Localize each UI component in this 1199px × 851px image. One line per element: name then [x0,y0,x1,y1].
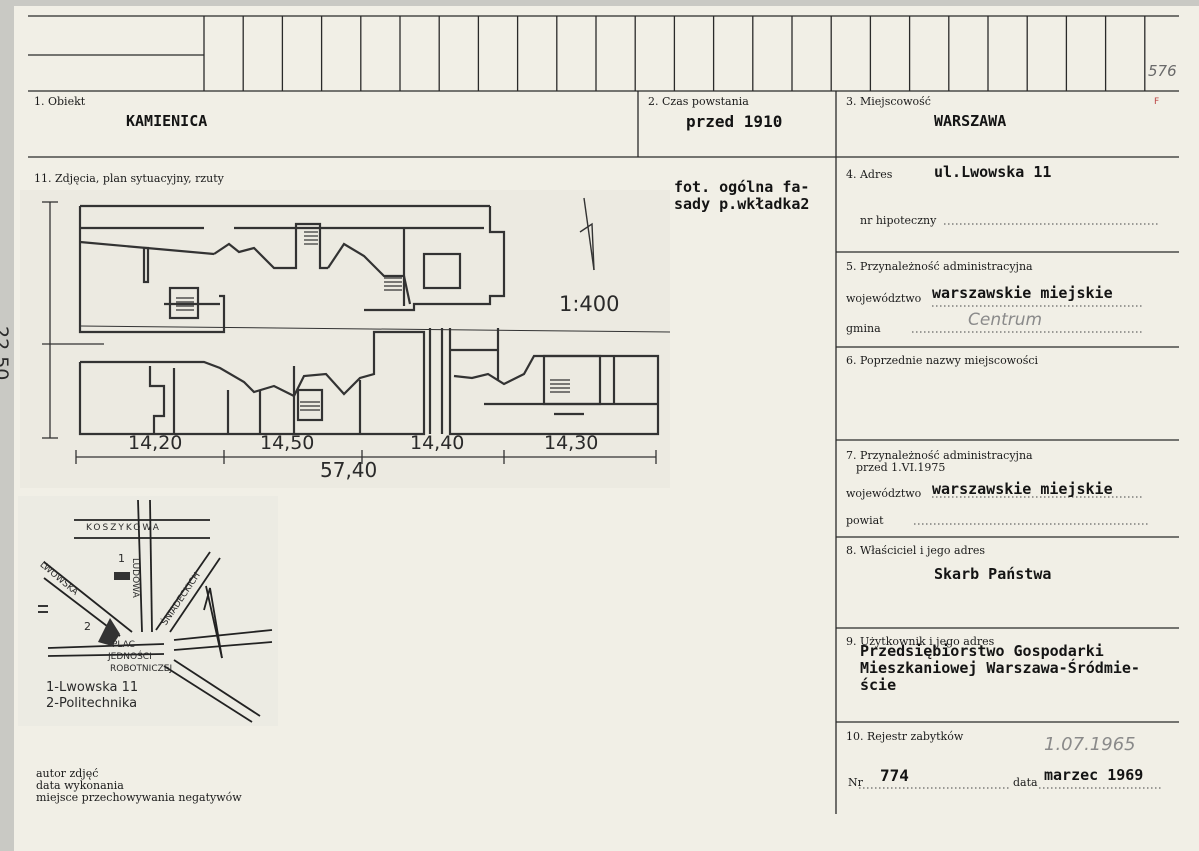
rejestr-handwritten-date: 1.07.1965 [1044,734,1136,755]
rejestr-label: 10. Rejestr zabytków [846,730,964,743]
wlasciciel-value: Skarb Państwa [934,565,1052,583]
data-label: data [1013,776,1038,789]
wlasciciel-label: 8. Właściciel i jego adres [846,544,986,557]
miejscowosc-value: WARSZAWA [934,112,1007,130]
nr-value: 774 [880,766,909,785]
czas-value: przed 1910 [686,112,783,131]
przynaleznosc-1975-date: przed 1.VI.1975 [856,461,946,474]
floor-plan-photo [20,190,671,488]
map-marker-2: 2 [84,620,91,633]
zdjecia-label: 11. Zdjęcia, plan sytuacyjny, rzuty [34,172,224,185]
wojewodztwo-1975-label: województwo [846,487,922,500]
map-legend-2: 2-Politechnika [46,696,138,711]
gmina-value: Centrum [968,310,1043,330]
czas-label: 2. Czas powstania [648,95,749,108]
gmina-label: gmina [846,322,881,335]
map-legend-1: 1-Lwowska 11 [46,680,139,695]
uzytkownik-line-2: Mieszkaniowej Warszawa-Śródmie- [860,659,1140,677]
uzytkownik-line-3: ście [860,676,897,694]
card-number: 576 [1148,62,1177,80]
wojewodztwo-1975-value: warszawskie miejskie [932,480,1113,498]
plan-height-dim: 22,50 [0,326,12,381]
map-marker-1: 1 [118,552,125,565]
record-card: F 576 1. Obiekt KAMIENICA 2. Czas powsta… [0,6,1199,851]
uzytkownik-label: 9. Użytkownik i jego adres [846,635,995,648]
obiekt-label: 1. Obiekt [34,95,86,108]
miejscowosc-label: 3. Miejscowość [846,95,931,108]
svg-text:F: F [1154,97,1159,107]
map-square-line-2: JEDNOŚCI [108,652,152,662]
plan-note-line-2: sady p.wkładka2 [674,195,810,213]
powiat-label: powiat [846,514,884,527]
wojewodztwo-label: województwo [846,292,922,305]
plan-segment-4: 14,30 [544,432,599,454]
footer-data: data wykonania [36,779,124,792]
plan-total: 57,40 [320,458,378,482]
map-square-line-3: ROBOTNICZEJ [110,664,173,674]
obiekt-value: KAMIENICA [126,112,208,130]
przynaleznosc-1975-label: 7. Przynależność administracyjna [846,449,1033,462]
map-street-ludowa: LUDOWA [130,558,140,598]
uzytkownik-line-1: Przedsiębiorstwo Gospodarki [860,642,1104,660]
wojewodztwo-value: warszawskie miejskie [932,284,1113,302]
footer-miejsce: miejsce przechowywania negatywów [36,791,242,804]
card-ruling: F [18,15,1179,814]
hipoteczny-label: nr hipoteczny [860,214,937,227]
przynaleznosc-label: 5. Przynależność administracyjna [846,260,1033,273]
adres-label: 4. Adres [846,168,893,181]
plan-scale: 1:400 [559,292,620,316]
map-street-koszykowa: KOSZYKOWA [86,523,161,533]
map-square-line-1: PLAC [112,640,135,650]
north-arrow-icon [579,197,595,271]
nr-label: Nr [848,776,863,789]
site-map-photo [18,496,278,726]
footer-autor: autor zdjęć [36,767,99,780]
plan-segment-3: 14,40 [410,432,465,454]
plan-note-line-1: fot. ogólna fa- [674,178,810,196]
plan-segment-1: 14,20 [128,432,183,454]
poprzednie-label: 6. Poprzednie nazwy miejscowości [846,354,1039,367]
plan-segment-2: 14,50 [260,432,315,454]
data-value: marzec 1969 [1044,766,1144,784]
adres-value: ul.Lwowska 11 [934,163,1052,181]
